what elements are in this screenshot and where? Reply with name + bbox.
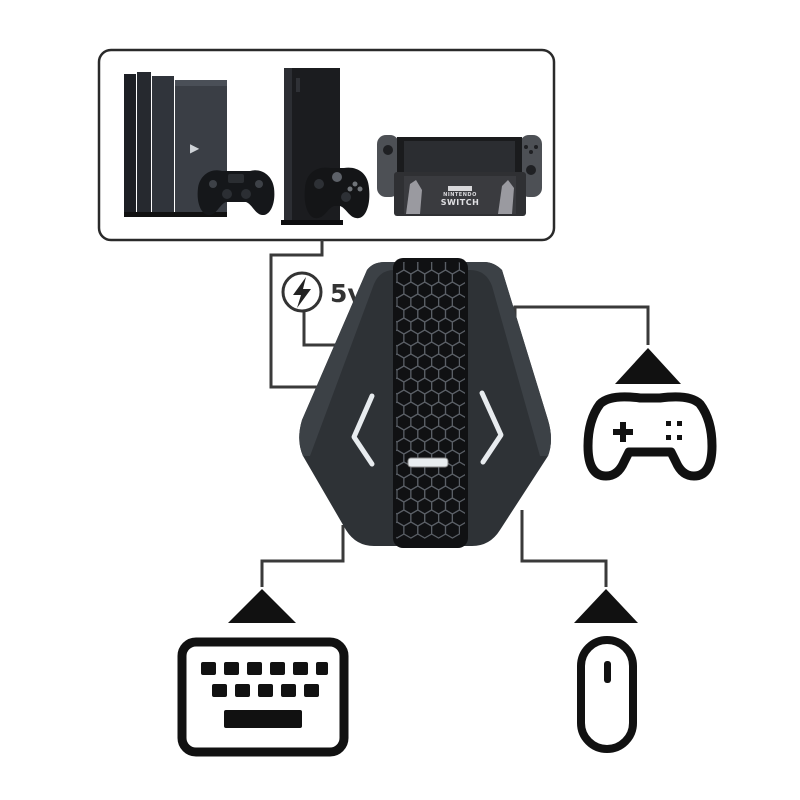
ps4-controller-icon <box>197 170 275 216</box>
up-arrow-icon <box>615 348 681 384</box>
up-arrow-icon <box>574 589 638 623</box>
console-cable <box>269 240 334 389</box>
adapter-led <box>407 457 449 468</box>
switch-logo: NINTENDO SWITCH <box>441 186 480 207</box>
switch-dock-art <box>406 180 514 214</box>
up-arrow-icon <box>228 589 296 623</box>
keyboard-cable <box>260 525 345 587</box>
switch-logo-model: SWITCH <box>441 198 480 207</box>
hexagon-cell <box>444 521 460 539</box>
keyboard-icon <box>177 637 349 757</box>
honeycomb-pattern <box>396 262 465 539</box>
connection-lines <box>260 240 650 587</box>
right-chevron-light <box>479 390 504 465</box>
svg-text:▶: ▶ <box>190 141 200 155</box>
power-indicator: 5v <box>281 271 364 313</box>
xbox-controller-icon <box>304 167 370 219</box>
switch-console-icon <box>377 135 542 216</box>
gamepad-group <box>583 348 717 481</box>
adapter-icon <box>299 258 551 548</box>
keyboard-group <box>177 589 349 757</box>
gamepad-icon <box>583 392 717 481</box>
gamepad-cable <box>513 305 650 352</box>
mouse-cable <box>520 510 608 587</box>
switch-logo-brand: NINTENDO <box>443 192 477 198</box>
mouse-icon <box>577 636 637 753</box>
left-chevron-light <box>351 393 375 467</box>
mouse-group <box>574 589 638 753</box>
